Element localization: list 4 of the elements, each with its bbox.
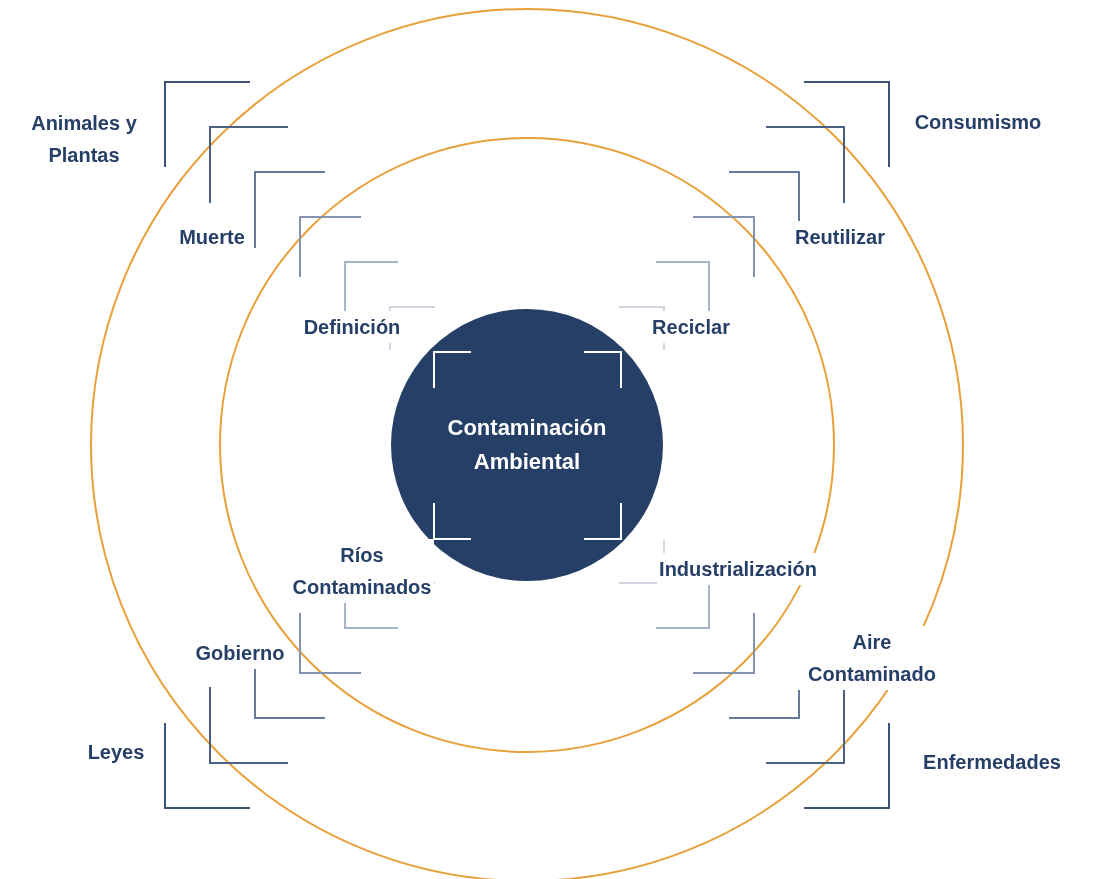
center-title: Contaminación Ambiental (446, 414, 608, 476)
ring-label: Ríos Contaminados (290, 539, 434, 603)
ring-label: Industrialización (657, 553, 819, 585)
ring-label: Reciclar (650, 311, 732, 343)
